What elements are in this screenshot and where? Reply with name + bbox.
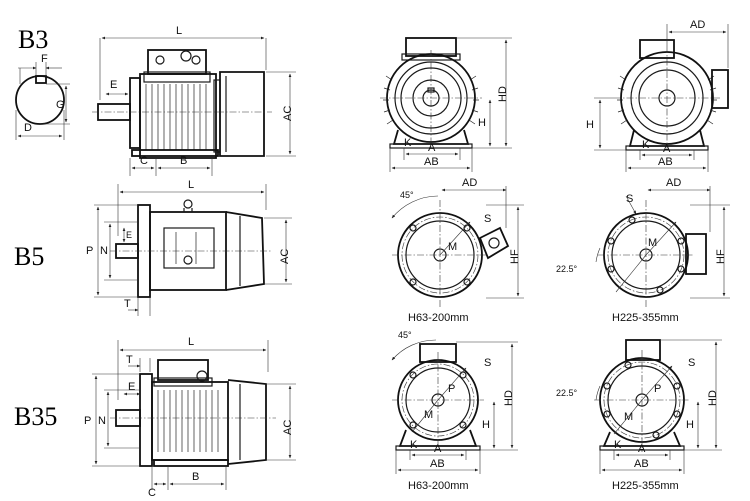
small-b3-dim-a: A [428, 142, 436, 154]
small-b35-dim-hd: HD [503, 390, 515, 406]
small-b3-dim-h: H [478, 117, 486, 129]
small-b35-angle: 45° [398, 330, 412, 340]
b3-end-view-large: AD H A AB K [586, 19, 729, 172]
small-b35-range: H63-200mm [408, 480, 469, 492]
large-b5-dim-hf: HF [715, 249, 727, 264]
shaft-section: F G D [15, 53, 70, 140]
mount-code-b35: B35 [14, 402, 57, 431]
b35-end-view-small: 45° S P M HD H A AB K H63-200mm [391, 330, 518, 492]
shaft-label-d: D [24, 122, 32, 134]
small-b35-dim-m: M [424, 409, 433, 421]
b35-dim-ac: AC [282, 420, 294, 435]
large-b35-dim-hd: HD [707, 390, 719, 406]
b3-dim-c: C [140, 155, 148, 167]
large-b3-dim-ad: AD [690, 19, 705, 31]
b35-dim-n: N [98, 415, 106, 427]
large-b5-dim-ad: AD [666, 177, 681, 189]
shaft-label-f: F [41, 53, 48, 65]
b35-dim-b: B [192, 471, 199, 483]
b5-end-view-large: AD S M 22.5° HF H225-355mm [556, 177, 730, 324]
small-b5-dim-ad: AD [462, 177, 477, 189]
small-b3-dim-ab: AB [424, 156, 439, 168]
small-b3-dim-hd: HD [497, 86, 509, 102]
large-b35-dim-ab: AB [634, 458, 649, 470]
large-b5-dim-m: M [648, 237, 657, 249]
large-b35-dim-h: H [686, 419, 694, 431]
b35-dim-t: T [126, 354, 133, 366]
b5-dim-t: T [124, 298, 131, 310]
b5-dim-ac: AC [279, 249, 291, 264]
mount-code-b3: B3 [18, 25, 48, 54]
small-b5-range: H63-200mm [408, 312, 469, 324]
b3-end-view-small: HD H A AB K [380, 37, 512, 172]
b5-side-view: L P N E T [86, 179, 292, 316]
b35-end-view-large: S P M 22.5° HD H A AB K H225-355mm [556, 339, 722, 492]
b35-dim-p: P [84, 415, 91, 427]
b3-dim-ac: AC [282, 106, 294, 121]
large-b3-dim-k: K [642, 139, 650, 151]
b3-dim-e: E [110, 79, 117, 91]
b5-dim-p: P [86, 245, 93, 257]
large-b35-dim-s: S [688, 357, 695, 369]
large-b35-range: H225-355mm [612, 480, 679, 492]
small-b3-dim-k: K [404, 137, 412, 149]
large-b35-dim-p: P [654, 383, 661, 395]
b35-side-view: L T E [84, 336, 296, 499]
small-b35-dim-s: S [484, 357, 491, 369]
small-b5-dim-s: S [484, 213, 491, 225]
b5-end-view-small: 45° AD S M HF H63-200mm [391, 177, 524, 324]
mount-code-b5: B5 [14, 242, 44, 271]
large-b5-range: H225-355mm [612, 312, 679, 324]
large-b3-dim-a: A [663, 143, 671, 155]
large-b5-angle: 22.5° [556, 264, 578, 274]
b35-dim-c: C [148, 487, 156, 499]
small-b35-dim-a: A [434, 443, 442, 455]
b3-dim-l: L [176, 25, 182, 37]
large-b35-dim-m: M [624, 411, 633, 423]
small-b35-dim-h: H [482, 419, 490, 431]
b3-side-view: L E [92, 25, 296, 176]
large-b5-dim-s: S [626, 193, 633, 205]
large-b3-dim-ab: AB [658, 156, 673, 168]
b5-dim-e: E [126, 230, 132, 240]
small-b5-dim-m: M [448, 241, 457, 253]
large-b35-dim-a: A [638, 443, 646, 455]
large-b35-angle: 22.5° [556, 388, 578, 398]
b35-dim-e: E [128, 381, 135, 393]
b5-dim-l: L [188, 179, 194, 191]
b35-dim-l: L [188, 336, 194, 348]
shaft-label-g: G [56, 99, 65, 111]
small-b35-dim-k: K [410, 439, 418, 451]
large-b3-dim-h: H [586, 119, 594, 131]
b5-dim-n: N [100, 245, 108, 257]
small-b35-dim-p: P [448, 383, 455, 395]
large-b35-dim-k: K [614, 439, 622, 451]
b3-dim-b: B [180, 155, 187, 167]
small-b35-dim-ab: AB [430, 458, 445, 470]
small-b5-dim-hf: HF [509, 249, 521, 264]
small-b5-angle: 45° [400, 190, 414, 200]
